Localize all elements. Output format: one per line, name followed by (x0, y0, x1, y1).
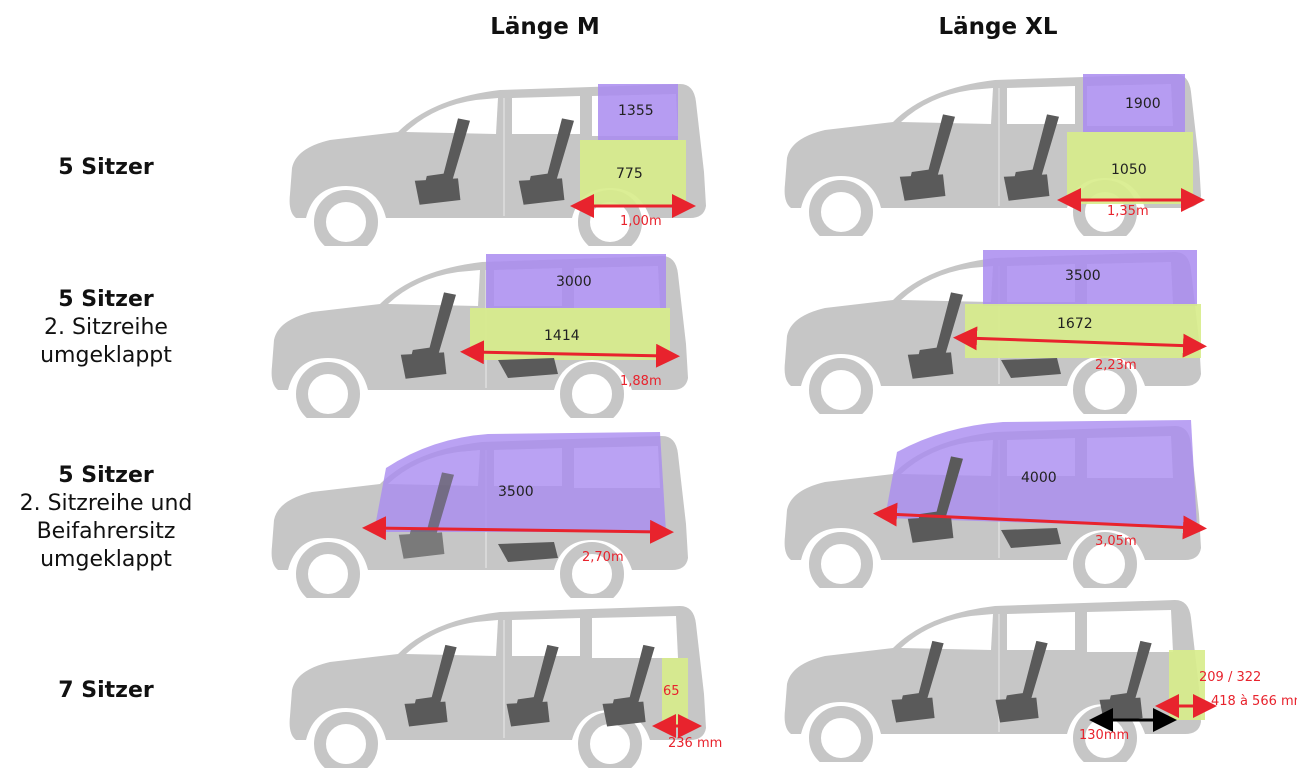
van-illustration (262, 428, 692, 598)
column-header-m: Länge M (490, 14, 600, 40)
length-label: 1,88m (620, 374, 662, 389)
length-arrow (460, 340, 680, 368)
upper-volume-label: 1355 (618, 103, 654, 119)
row-title: 5 Sitzer (58, 155, 154, 180)
cell-2-sitzreihe-umgeklappt-xl: 3500 1672 2,23m (765, 244, 1285, 414)
cell-7-sitzer-m: 65 236 mm (280, 598, 800, 768)
van-illustration (262, 248, 692, 418)
folded-seat-icon (498, 542, 558, 562)
volume-label: 4000 (1021, 470, 1057, 486)
upper-volume-area (1083, 74, 1185, 132)
lower-volume-label: 1672 (1057, 316, 1093, 332)
length-arrow (873, 502, 1207, 540)
upper-volume-label: 3500 (1065, 268, 1101, 284)
length-label: 3,05m (1095, 534, 1137, 549)
upper-volume-label: 3000 (556, 274, 592, 290)
volume-label: 209 / 322 (1199, 670, 1262, 685)
row-subtitle: 2. Sitzreihe und Beifahrersitz umgeklapp… (19, 491, 193, 572)
van-illustration (765, 592, 1217, 762)
van-illustration (765, 66, 1215, 236)
van-illustration (280, 76, 710, 246)
volume-label: 3500 (498, 484, 534, 500)
row-title: 5 Sitzer (58, 463, 154, 488)
upper-volume-area (598, 84, 678, 140)
cargo-volume-area (374, 432, 666, 532)
length-label: 1,35m (1107, 204, 1149, 219)
row-title: 7 Sitzer (58, 678, 154, 703)
cell-2-sitzreihe-umgeklappt-m: 3000 1414 1,88m (262, 248, 782, 418)
cargo-volume-area (1169, 650, 1205, 720)
extra-length-label: 130mm (1079, 728, 1130, 743)
row-title: 5 Sitzer (58, 287, 154, 312)
upper-volume-area (486, 254, 666, 308)
length-label: 1,00m (620, 214, 662, 229)
cell-beifahrersitz-umgeklappt-xl: 4000 3,05m (765, 418, 1285, 588)
length-label: 2,70m (582, 550, 624, 565)
column-header-xl: Länge XL (938, 14, 1058, 40)
length-label: 2,23m (1095, 358, 1137, 373)
length-label: 236 mm (668, 736, 723, 751)
van-illustration (280, 598, 710, 768)
folded-seat-icon (1001, 358, 1061, 378)
length-arrow (953, 326, 1207, 358)
van-illustration (765, 418, 1215, 588)
lower-volume-label: 775 (616, 166, 643, 182)
row-subtitle: 2. Sitzreihe umgeklappt (40, 315, 172, 368)
upper-volume-label: 1900 (1125, 96, 1161, 112)
lower-volume-label: 1414 (544, 328, 580, 344)
van-illustration (765, 244, 1215, 414)
cell-7-sitzer-xl: 209 / 322 418 à 566 mm 130mm (765, 592, 1297, 762)
cargo-volume-area (885, 420, 1197, 528)
volume-label: 65 (663, 684, 680, 699)
row-label-1: 5 Sitzer (0, 154, 212, 182)
row-label-2: 5 Sitzer 2. Sitzreihe umgeklappt (0, 286, 212, 370)
row-label-3: 5 Sitzer 2. Sitzreihe und Beifahrersitz … (0, 462, 212, 574)
length-label: 418 à 566 mm (1211, 694, 1297, 709)
lower-volume-label: 1050 (1111, 162, 1147, 178)
row-label-4: 7 Sitzer (0, 677, 212, 705)
cell-beifahrersitz-umgeklappt-m: 3500 2,70m (262, 428, 782, 598)
cell-5-sitzer-xl: 1900 1050 1,35m (765, 66, 1285, 236)
cell-5-sitzer-m: 1355 775 1,00m (280, 76, 800, 246)
length-arrow (362, 516, 674, 544)
upper-volume-area (983, 250, 1197, 306)
